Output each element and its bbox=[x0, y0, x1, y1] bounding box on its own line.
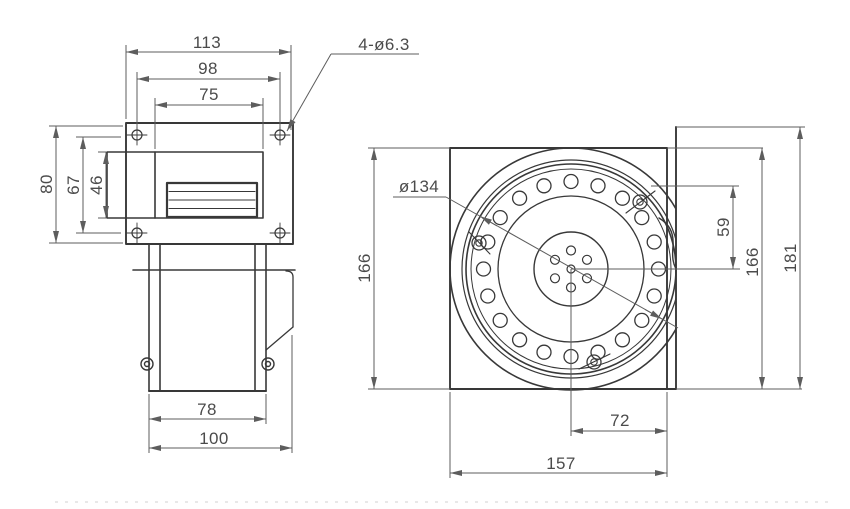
hole bbox=[511, 190, 528, 206]
plate-screw bbox=[468, 231, 491, 255]
dim-label: 75 bbox=[199, 85, 219, 104]
hole bbox=[475, 261, 492, 277]
dim-overall-height: 181 bbox=[781, 127, 803, 389]
hole bbox=[614, 332, 631, 348]
dim-plate-height-left: 166 bbox=[355, 148, 377, 389]
dim-overall-width: 113 bbox=[125, 33, 292, 130]
dim-label: 67 bbox=[64, 175, 83, 195]
hole bbox=[549, 254, 561, 265]
mounting-hole bbox=[126, 124, 148, 146]
hole bbox=[634, 209, 650, 226]
dim-label: 78 bbox=[197, 400, 217, 419]
hole bbox=[614, 190, 631, 206]
front-view: 166 59 166 181 72 157 ø bbox=[355, 126, 805, 478]
dim-overall-depth: 100 bbox=[148, 335, 293, 453]
leader-line bbox=[286, 53, 332, 132]
side-screw bbox=[261, 357, 275, 371]
hole bbox=[511, 332, 528, 348]
dim-center-to-right-edge: 72 bbox=[571, 411, 667, 434]
dim-label: 46 bbox=[87, 175, 106, 195]
plate-screw bbox=[578, 353, 611, 370]
dim-plate-width: 157 bbox=[450, 454, 667, 476]
scroll-right-edge bbox=[285, 270, 294, 328]
hole bbox=[646, 234, 662, 250]
dim-height-right: 166 bbox=[743, 148, 765, 389]
hole bbox=[634, 312, 650, 329]
dim-center-to-outlet-top: 59 bbox=[714, 186, 736, 269]
extension-lines bbox=[368, 126, 805, 478]
impeller-blade-holes bbox=[475, 173, 667, 365]
side-view: 113 98 75 80 67 bbox=[37, 33, 419, 453]
scroll-chamfer bbox=[265, 326, 294, 351]
dim-body-width: 78 bbox=[148, 394, 267, 424]
hole bbox=[563, 173, 579, 190]
hole-callout-label: 4-ø6.3 bbox=[358, 35, 410, 54]
plate-screws bbox=[468, 190, 656, 370]
side-view-dimensions: 113 98 75 80 67 bbox=[37, 33, 419, 453]
hole bbox=[590, 178, 606, 194]
mounting-hole bbox=[269, 222, 291, 244]
louver-slats bbox=[168, 190, 256, 210]
housing-body bbox=[132, 243, 296, 392]
louver-grille bbox=[165, 181, 259, 219]
dim-label: 100 bbox=[199, 429, 229, 448]
hole bbox=[492, 312, 508, 329]
hole bbox=[492, 209, 508, 226]
hole bbox=[646, 288, 662, 304]
plate-screw bbox=[625, 190, 656, 214]
hole bbox=[536, 344, 552, 360]
hole bbox=[581, 273, 593, 284]
hole bbox=[480, 288, 496, 304]
note-impeller-diameter: ø134 bbox=[393, 177, 679, 329]
dim-hole-spacing-width: 98 bbox=[136, 59, 281, 127]
dim-hole-spacing-height: 67 bbox=[64, 136, 121, 234]
note-mounting-holes: 4-ø6.3 bbox=[286, 35, 419, 132]
dim-label: 166 bbox=[743, 247, 762, 277]
dim-label: 166 bbox=[355, 253, 374, 283]
side-view-outline bbox=[106, 122, 296, 392]
flange-mounting-holes bbox=[126, 124, 291, 244]
dim-outlet-height: 46 bbox=[87, 151, 109, 219]
dim-label: 113 bbox=[193, 33, 221, 52]
dim-label: 98 bbox=[198, 59, 218, 78]
dim-flange-height: 80 bbox=[37, 125, 123, 244]
hole bbox=[549, 273, 561, 284]
hub-bolt-holes bbox=[549, 245, 593, 293]
dim-label: 181 bbox=[781, 243, 800, 273]
motor-side-screws bbox=[140, 357, 275, 371]
hole bbox=[565, 245, 577, 256]
side-screw bbox=[140, 357, 154, 371]
front-view-dimensions: 166 59 166 181 72 157 ø bbox=[355, 126, 805, 478]
dim-outlet-width: 75 bbox=[154, 85, 264, 149]
diameter-callout-label: ø134 bbox=[399, 177, 439, 196]
hole bbox=[536, 178, 552, 194]
dim-label: 72 bbox=[610, 411, 630, 430]
dim-label: 59 bbox=[714, 217, 733, 237]
hole bbox=[480, 234, 496, 250]
hole bbox=[581, 254, 593, 265]
mounting-hole bbox=[126, 222, 148, 244]
dim-label: 157 bbox=[546, 454, 576, 473]
dim-label: 80 bbox=[37, 174, 56, 194]
outlet-flange-plate bbox=[125, 122, 294, 245]
mounting-hole bbox=[269, 124, 291, 146]
